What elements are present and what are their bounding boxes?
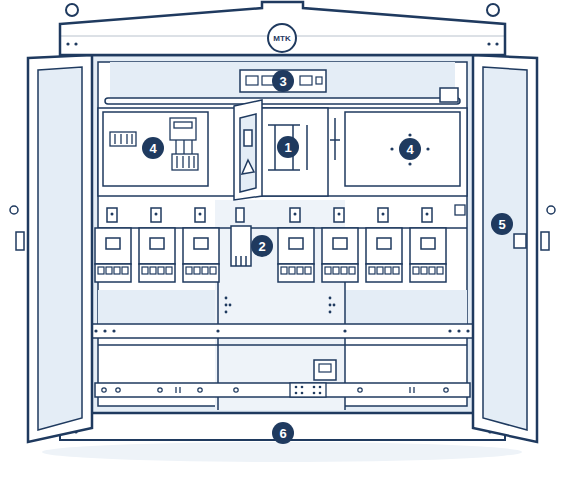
callout-number: 1 — [277, 136, 299, 158]
logo-text: MTK — [273, 34, 290, 43]
callout-number: 3 — [272, 70, 294, 92]
callout-number: 4 — [142, 137, 164, 159]
callout-number: 2 — [251, 235, 273, 257]
callout-number: 5 — [491, 213, 513, 235]
callout-number: 6 — [272, 422, 294, 444]
callout-number: 4 — [399, 138, 421, 160]
